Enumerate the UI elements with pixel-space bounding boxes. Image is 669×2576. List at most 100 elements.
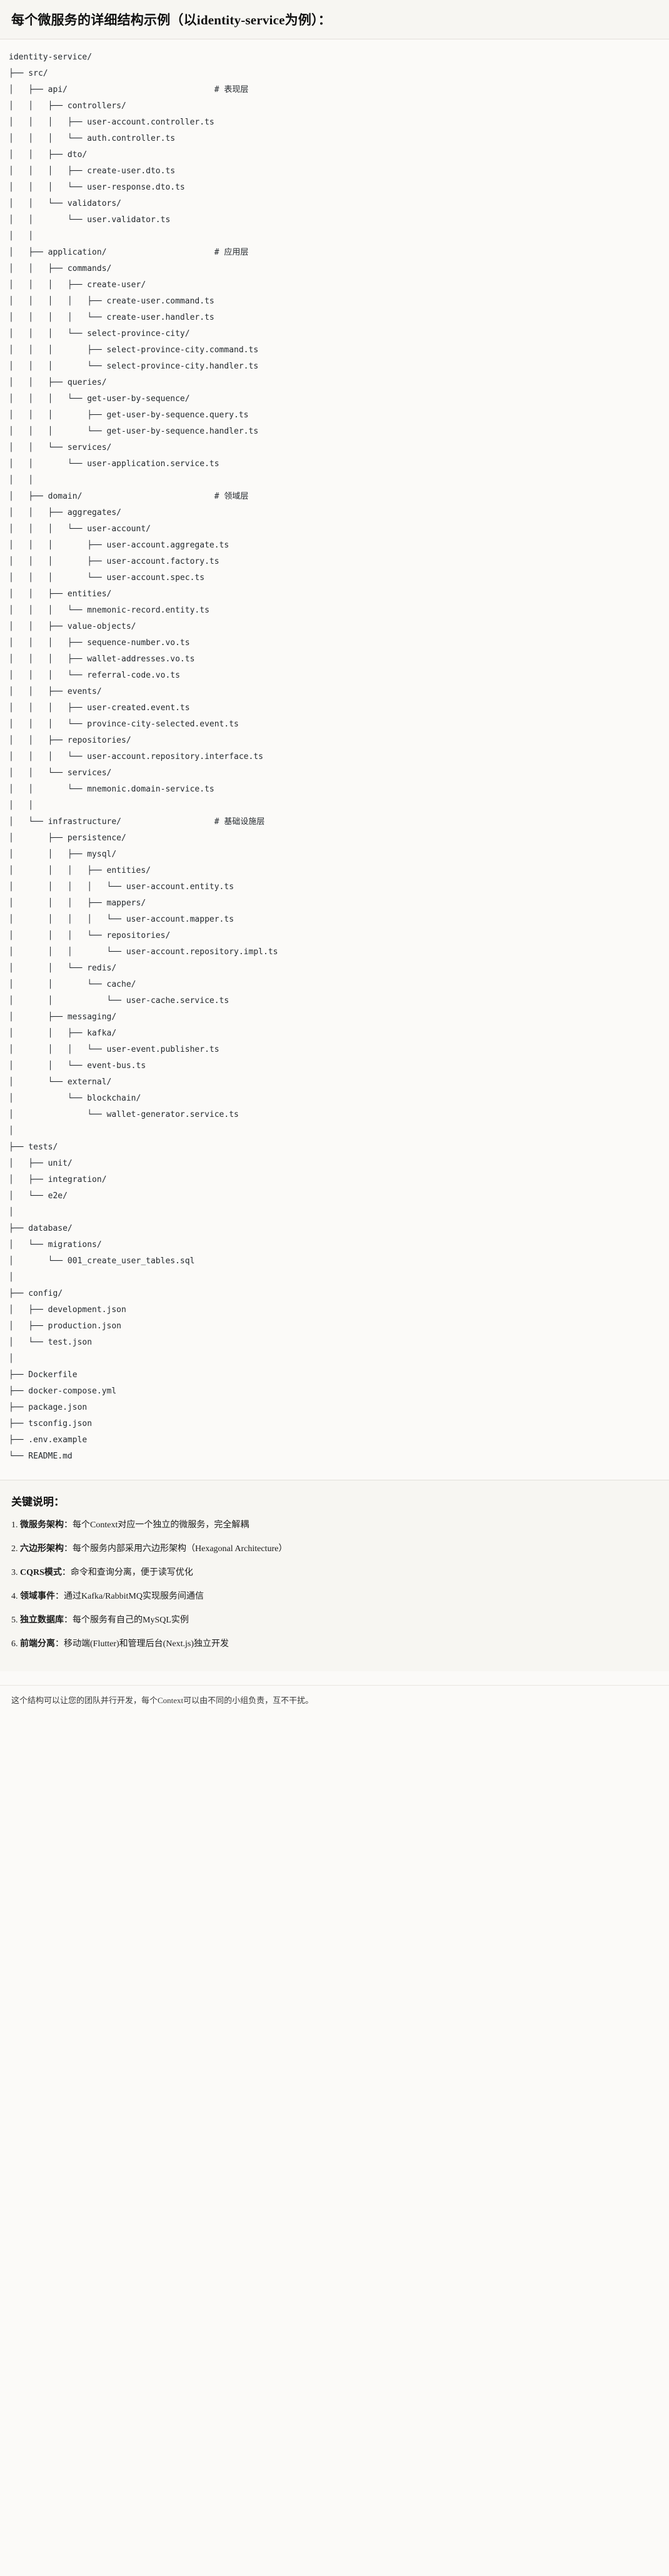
tree-line: │ └── blockchain/ <box>9 1094 141 1104</box>
key-note-number: 2. <box>11 1544 18 1554</box>
key-notes-heading: 关键说明： <box>11 1496 64 1509</box>
tree-line: │ └── wallet-generator.service.ts <box>9 1110 239 1120</box>
tree-line: │ │ ├── entities/ <box>9 589 112 599</box>
key-note-number: 5. <box>11 1616 18 1626</box>
tree-line: │ │ │ └── select-province-city/ <box>9 329 190 339</box>
tree-line: ├── config/ <box>9 1289 63 1299</box>
tree-line: │ │ │ ├── sequence-number.vo.ts <box>9 638 190 648</box>
tree-line: identity-service/ <box>9 53 93 63</box>
tree-line: │ <box>9 1273 14 1283</box>
tree-line: │ ├── persistence/ <box>9 833 126 843</box>
tree-line: │ │ ├── dto/ <box>9 150 88 160</box>
tree-line: │ │ ├── repositories/ <box>9 736 131 746</box>
tree-line: │ │ └── services/ <box>9 768 112 778</box>
tree-line: │ │ │ └── user-account.spec.ts <box>9 573 205 583</box>
key-note-term: 前端分离 <box>20 1639 55 1649</box>
key-note-description: ：命令和查询分离，便于读写优化 <box>61 1568 193 1578</box>
tree-line: │ └── 001_create_user_tables.sql <box>9 1256 195 1266</box>
tree-line: │ └── infrastructure/ # 基础设施层 <box>9 817 265 827</box>
tree-line: │ │ └── event-bus.ts <box>9 1061 146 1071</box>
directory-tree: identity-service/ ├── src/ │ ├── api/ # … <box>9 49 660 1465</box>
tree-line: │ <box>9 1208 14 1218</box>
tree-line: ├── docker-compose.yml <box>9 1387 117 1397</box>
key-note-number: 3. <box>11 1568 18 1578</box>
closing-paragraph: 这个结构可以让您的团队并行开发，每个Context可以由不同的小组负责，互不干扰… <box>0 1685 669 1719</box>
tree-line: │ ├── development.json <box>9 1305 126 1315</box>
key-note-term: 微服务架构 <box>20 1520 64 1530</box>
tree-line: │ │ │ └── get-user-by-sequence.handler.t… <box>9 427 259 437</box>
key-note-description: ：移动端(Flutter)和管理后台(Next.js)独立开发 <box>55 1639 229 1649</box>
tree-line: │ ├── api/ # 表现层 <box>9 85 249 95</box>
tree-line: │ ├── application/ # 应用层 <box>9 248 249 258</box>
key-note-description: ：每个服务有自己的MySQL实例 <box>64 1616 189 1626</box>
tree-line: │ ├── domain/ # 领域层 <box>9 492 249 502</box>
tree-line: │ │ │ │ └── create-user.handler.ts <box>9 313 214 323</box>
key-note-description: ：每个Context对应一个独立的微服务，完全解耦 <box>64 1520 249 1530</box>
key-note-number: 6. <box>11 1639 18 1649</box>
key-note-item: 1. 微服务架构：每个Context对应一个独立的微服务，完全解耦 <box>11 1519 658 1532</box>
tree-line: │ │ │ └── user-response.dto.ts <box>9 183 185 193</box>
tree-line: │ │ │ ├── get-user-by-sequence.query.ts <box>9 410 249 420</box>
tree-line: │ │ │ │ ├── create-user.command.ts <box>9 297 214 307</box>
tree-layer-comment: # 应用层 <box>214 248 249 258</box>
tree-layer-comment: # 基础设施层 <box>214 817 265 827</box>
tree-line: │ │ │ └── get-user-by-sequence/ <box>9 394 190 404</box>
tree-line: ├── database/ <box>9 1224 73 1234</box>
key-note-term: 独立数据库 <box>20 1616 64 1626</box>
tree-line: │ │ │ ├── create-user/ <box>9 280 146 290</box>
page-title: 每个微服务的详细结构示例（以identity-service为例）： <box>11 13 331 28</box>
key-note-item: 6. 前端分离：移动端(Flutter)和管理后台(Next.js)独立开发 <box>11 1637 658 1651</box>
tree-line: │ └── e2e/ <box>9 1191 68 1201</box>
key-note-number: 1. <box>11 1520 18 1530</box>
tree-line: │ <box>9 1126 14 1136</box>
tree-line: │ │ │ └── user-account/ <box>9 524 151 534</box>
tree-line: │ │ └── mnemonic.domain-service.ts <box>9 785 214 795</box>
tree-line: │ │ └── user-cache.service.ts <box>9 996 229 1006</box>
tree-line: │ │ │ ├── wallet-addresses.vo.ts <box>9 654 195 664</box>
key-note-item: 4. 领域事件：通过Kafka/RabbitMQ实现服务间通信 <box>11 1590 658 1603</box>
tree-line: │ │ │ └── referral-code.vo.ts <box>9 671 180 681</box>
key-notes-section: 关键说明： 1. 微服务架构：每个Context对应一个独立的微服务，完全解耦 2… <box>0 1480 669 1672</box>
tree-line: │ │ │ ├── mappers/ <box>9 899 146 909</box>
tree-line: │ │ └── cache/ <box>9 980 136 990</box>
key-note-description: ：通过Kafka/RabbitMQ实现服务间通信 <box>55 1592 204 1602</box>
key-note-description: ：每个服务内部采用六边形架构（Hexagonal Architecture） <box>64 1544 288 1554</box>
tree-line: │ │ │ └── user-account.repository.impl.t… <box>9 947 278 957</box>
tree-line: │ │ ├── controllers/ <box>9 101 126 111</box>
tree-line: │ │ ├── aggregates/ <box>9 508 122 518</box>
tree-line: │ │ ├── mysql/ <box>9 850 117 860</box>
tree-line: │ │ └── redis/ <box>9 964 117 974</box>
tree-line: │ │ │ │ └── user-account.mapper.ts <box>9 915 234 925</box>
tree-line: │ │ │ ├── user-account.aggregate.ts <box>9 541 229 551</box>
tree-line: │ │ │ └── user-account.repository.interf… <box>9 752 263 762</box>
tree-line: │ │ <box>9 232 34 242</box>
tree-line: ├── src/ <box>9 69 48 79</box>
key-note-item: 3. CQRS模式：命令和查询分离，便于读写优化 <box>11 1566 658 1579</box>
tree-line: │ │ └── services/ <box>9 443 112 453</box>
tree-line: │ └── test.json <box>9 1338 93 1348</box>
tree-line: │ │ │ └── auth.controller.ts <box>9 134 176 144</box>
key-notes-list: 1. 微服务架构：每个Context对应一个独立的微服务，完全解耦 2. 六边形架… <box>11 1519 658 1651</box>
key-note-item: 2. 六边形架构：每个服务内部采用六边形架构（Hexagonal Archite… <box>11 1542 658 1555</box>
tree-line: │ ├── messaging/ <box>9 1012 117 1022</box>
tree-line: │ ├── unit/ <box>9 1159 73 1169</box>
tree-layer-comment: # 领域层 <box>214 492 249 502</box>
tree-line: └── README.md <box>9 1452 73 1462</box>
tree-line: │ │ │ └── user-event.publisher.ts <box>9 1045 219 1055</box>
key-note-term: CQRS模式 <box>20 1568 62 1578</box>
tree-line: ├── .env.example <box>9 1435 88 1445</box>
tree-line: │ │ │ └── province-city-selected.event.t… <box>9 720 239 730</box>
key-note-term: 领域事件 <box>20 1592 55 1602</box>
tree-line: │ │ │ └── select-province-city.handler.t… <box>9 362 259 372</box>
tree-line: │ │ │ ├── user-account.controller.ts <box>9 118 214 128</box>
tree-line: │ │ │ │ └── user-account.entity.ts <box>9 882 234 892</box>
tree-line: │ <box>9 1354 14 1364</box>
tree-line: │ │ │ ├── user-account.factory.ts <box>9 557 219 567</box>
tree-line: │ │ <box>9 801 34 811</box>
tree-line: │ │ ├── events/ <box>9 687 102 697</box>
tree-line: │ │ │ ├── select-province-city.command.t… <box>9 345 259 355</box>
tree-line: │ │ ├── commands/ <box>9 264 112 274</box>
tree-line: │ │ │ ├── user-created.event.ts <box>9 703 190 713</box>
tree-line: │ │ ├── queries/ <box>9 378 107 388</box>
tree-line: │ │ └── validators/ <box>9 199 122 209</box>
